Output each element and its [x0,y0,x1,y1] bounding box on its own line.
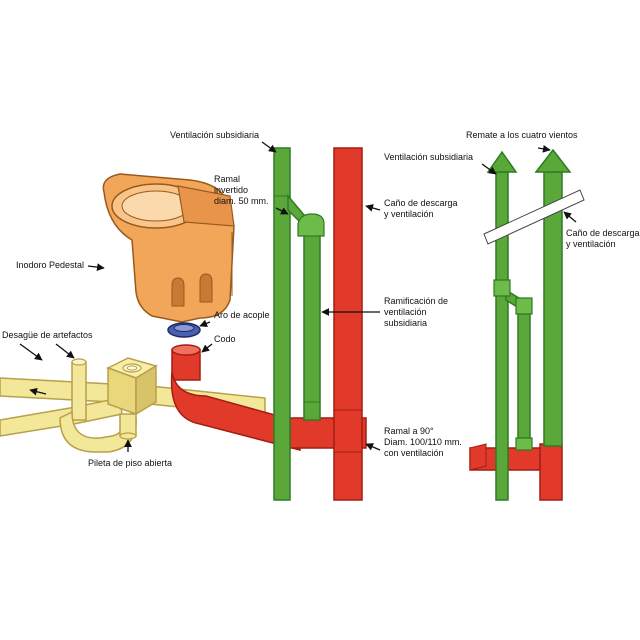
yellow-riser [71,361,87,421]
toilet [102,173,235,323]
arrow-desague-2 [55,343,75,359]
label-ramificacion-1: Ramificación de [384,296,448,306]
label-remate: Remate a los cuatro vientos [466,130,578,140]
label-ramal-invertido-2: invertido [214,185,248,195]
floor-drain [106,357,158,440]
label-desague-artefactos: Desagüe de artefactos [2,330,93,340]
label-ramal-90-3: con ventilación [384,448,444,458]
arrow-vent-left [261,141,277,153]
red-main-stack [333,147,363,501]
arrow-vent-right [481,163,497,175]
leader-arrows [19,141,577,452]
arrow-ramal-invertido [275,207,289,215]
label-inodoro-pedestal: Inodoro Pedestal [16,260,84,270]
label-ventilacion-subsidiaria-right: Ventilación subsidiaria [384,152,473,162]
arrow-desague-3 [29,387,47,396]
green-vent-pipes-left [273,147,325,501]
arrow-cano-descarga-left [365,204,381,212]
coupling-ring [167,322,201,338]
red-pipes [170,147,367,501]
label-ramificacion-3: subsidiaria [384,318,427,328]
arrow-aro-acople [199,319,211,328]
label-cano-descarga-right-1: Caño de descarga [566,228,640,238]
arrow-desague-1 [19,343,43,361]
yellow-riser-top [71,358,87,366]
label-ventilacion-subsidiaria-left: Ventilación subsidiaria [170,130,259,140]
label-ramificacion-2: ventilación [384,307,427,317]
arrow-cano-descarga-right [563,211,577,223]
label-ramal-90-1: Ramal a 90° [384,426,434,436]
right-assembly [469,148,585,501]
label-cano-descarga-left-2: y ventilación [384,209,434,219]
label-codo: Codo [214,334,236,344]
arrow-codo [201,343,213,353]
label-ramal-invertido-3: diam. 50 mm. [214,196,269,206]
labels: Ventilación subsidiaria Ramal invertido … [2,130,640,468]
label-pileta-piso: Pileta de piso abierta [88,458,172,468]
label-cano-descarga-left-1: Caño de descarga [384,198,458,208]
label-ramal-90-2: Diam. 100/110 mm. [384,437,462,447]
label-ramal-invertido-1: Ramal [214,174,240,184]
arrow-ramal-90 [365,443,381,451]
label-cano-descarga-right-2: y ventilación [566,239,616,249]
label-aro-de-acople: Aro de acople [214,310,270,320]
arrow-remate [537,144,551,153]
arrow-inodoro [87,263,105,271]
